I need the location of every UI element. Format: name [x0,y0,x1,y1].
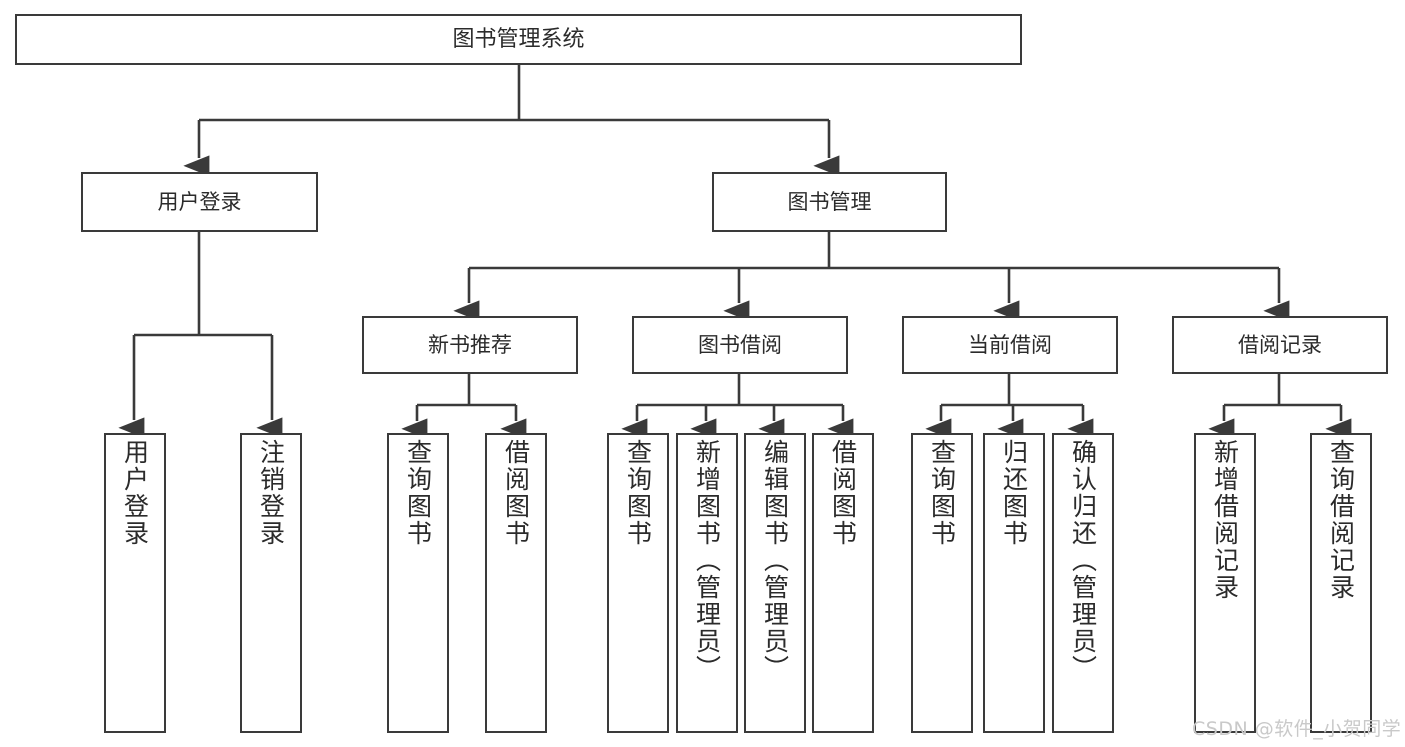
node-root[interactable]: 图书管理系统 [15,14,1022,65]
leaf-return-book-label: 归还图书 [999,439,1029,547]
leaf-edit-book[interactable]: 编辑图书（管理员） [744,433,806,733]
leaf-add-book-label: 新增图书（管理员） [692,439,722,682]
leaf-query-book-3-label: 查询图书 [927,439,957,547]
leaf-query-book-1[interactable]: 查询图书 [387,433,449,733]
node-root-label: 图书管理系统 [452,26,585,52]
node-book-borrow[interactable]: 图书借阅 [632,316,848,374]
leaf-query-book-2[interactable]: 查询图书 [607,433,669,733]
leaf-query-book-1-label: 查询图书 [403,439,433,547]
node-new-book-recommend[interactable]: 新书推荐 [362,316,578,374]
leaf-confirm-return-label: 确认归还（管理员） [1068,439,1098,682]
leaf-user-login-label: 用户登录 [120,439,150,547]
leaf-logout[interactable]: 注销登录 [240,433,302,733]
leaf-return-book[interactable]: 归还图书 [983,433,1045,733]
node-book-borrow-label: 图书借阅 [698,332,782,357]
leaf-query-book-3[interactable]: 查询图书 [911,433,973,733]
leaf-query-borrow-record-label: 查询借阅记录 [1326,439,1356,601]
leaf-edit-book-label: 编辑图书（管理员） [760,439,790,682]
leaf-add-borrow-record[interactable]: 新增借阅记录 [1194,433,1256,733]
node-user-login[interactable]: 用户登录 [81,172,318,232]
leaf-logout-label: 注销登录 [256,439,286,547]
leaf-add-borrow-record-label: 新增借阅记录 [1210,439,1240,601]
leaf-query-book-2-label: 查询图书 [623,439,653,547]
node-current-borrow-label: 当前借阅 [968,332,1052,357]
leaf-add-book[interactable]: 新增图书（管理员） [676,433,738,733]
leaf-borrow-book-2[interactable]: 借阅图书 [812,433,874,733]
node-borrow-record-label: 借阅记录 [1238,332,1322,357]
leaf-query-borrow-record[interactable]: 查询借阅记录 [1310,433,1372,733]
node-book-manage-label: 图书管理 [787,189,872,214]
csdn-watermark: CSDN @软件_小贺同学 [1192,718,1402,740]
leaf-borrow-book-1[interactable]: 借阅图书 [485,433,547,733]
leaf-user-login[interactable]: 用户登录 [104,433,166,733]
node-new-book-recommend-label: 新书推荐 [428,332,512,357]
leaf-borrow-book-2-label: 借阅图书 [828,439,858,547]
node-book-manage[interactable]: 图书管理 [712,172,947,232]
node-user-login-label: 用户登录 [157,189,242,214]
node-borrow-record[interactable]: 借阅记录 [1172,316,1388,374]
leaf-confirm-return[interactable]: 确认归还（管理员） [1052,433,1114,733]
leaf-borrow-book-1-label: 借阅图书 [501,439,531,547]
node-current-borrow[interactable]: 当前借阅 [902,316,1118,374]
